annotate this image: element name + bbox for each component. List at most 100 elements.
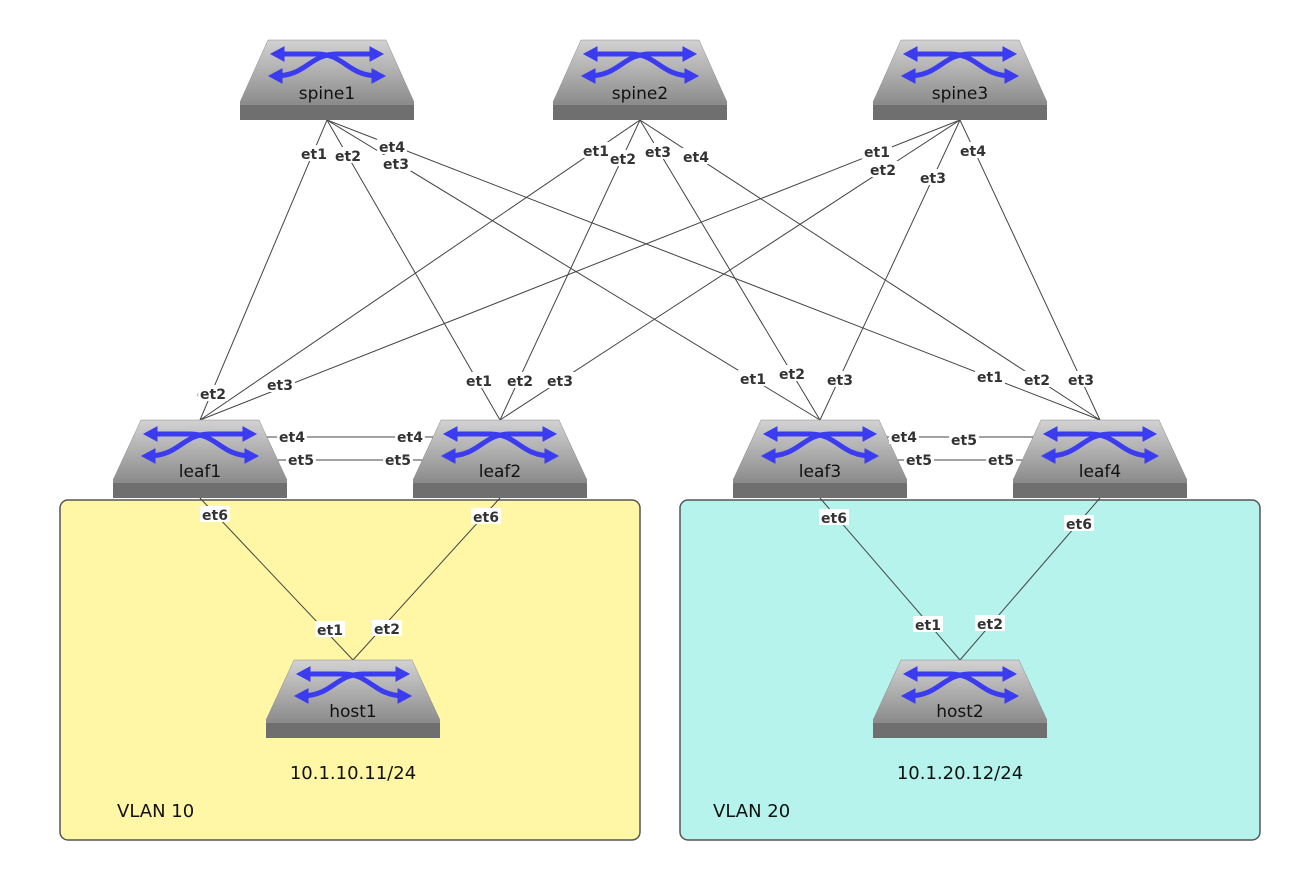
port-label-leaf4-et5: et5 xyxy=(986,451,1016,469)
leaf4-label: leaf4 xyxy=(1079,462,1121,482)
host1-switch[interactable]: host1 xyxy=(265,659,441,738)
port-label-leaf1-et4: et4 xyxy=(277,428,307,446)
spine3-switch[interactable]: spine3 xyxy=(872,39,1048,120)
svg-text:et5: et5 xyxy=(906,453,932,469)
link-spine1-et1-leaf1-et1 xyxy=(199,119,328,421)
link-spine2-et4-leaf4-et2 xyxy=(639,119,1101,421)
port-label-spine1-et2: et2 xyxy=(333,147,363,165)
svg-text:et1: et1 xyxy=(977,370,1003,386)
leaf1-switch-arrows-icon xyxy=(140,426,260,464)
port-label-leaf3-et3: et3 xyxy=(825,371,855,389)
svg-text:et2: et2 xyxy=(1024,373,1050,389)
host1-ip-address: 10.1.10.11/24 xyxy=(290,763,416,784)
links-layer xyxy=(199,119,1101,661)
host2-label: host2 xyxy=(936,702,984,722)
svg-text:et2: et2 xyxy=(374,622,400,638)
svg-text:et1: et1 xyxy=(317,623,343,639)
leaf1-switch[interactable]: leaf1 xyxy=(112,419,288,498)
svg-text:et3: et3 xyxy=(547,374,573,390)
leaf1-label: leaf1 xyxy=(179,462,221,482)
port-label-spine3-et2: et2 xyxy=(868,161,898,179)
port-label-host1-et2: et2 xyxy=(372,620,402,638)
spine2-label: spine2 xyxy=(612,84,668,104)
port-label-leaf3-et4: et4 xyxy=(889,428,919,446)
link-spine1-et4-leaf4-et1 xyxy=(326,119,1101,421)
svg-text:et2: et2 xyxy=(870,163,896,179)
svg-text:et5: et5 xyxy=(988,453,1014,469)
leaf3-label: leaf3 xyxy=(799,462,841,482)
devices-layer: spine1 spine2 spine3 leaf1 leaf2 leaf3 leaf4 ho… xyxy=(112,39,1188,738)
svg-text:et2: et2 xyxy=(335,149,361,165)
svg-text:et4: et4 xyxy=(397,430,423,446)
svg-text:et3: et3 xyxy=(267,378,293,394)
port-label-leaf2-et6: et6 xyxy=(471,508,501,526)
port-label-host2-et2: et2 xyxy=(975,615,1005,633)
vlan10-label: VLAN 10 xyxy=(117,801,194,822)
svg-text:et4: et4 xyxy=(279,430,305,446)
port-label-leaf4-et2: et2 xyxy=(1022,371,1052,389)
port-label-leaf4-et5: et5 xyxy=(949,431,979,449)
link-spine3-et1-leaf1-et3 xyxy=(199,119,961,421)
svg-text:et5: et5 xyxy=(385,453,411,469)
port-label-leaf3-et6: et6 xyxy=(819,509,849,527)
svg-text:et2: et2 xyxy=(977,617,1003,633)
spine3-label: spine3 xyxy=(932,84,988,104)
svg-text:et3: et3 xyxy=(920,171,946,187)
spine1-switch[interactable]: spine1 xyxy=(239,39,415,120)
vlan20-label: VLAN 20 xyxy=(713,801,790,822)
link-spine1-et2-leaf2-et1 xyxy=(326,119,501,421)
svg-text:et1: et1 xyxy=(301,147,327,163)
port-label-leaf2-et1: et1 xyxy=(464,372,494,390)
port-label-leaf1-et6: et6 xyxy=(200,506,230,524)
host1-switch-arrows-icon xyxy=(293,666,413,704)
host1-label: host1 xyxy=(329,702,377,722)
port-label-host1-et1: et1 xyxy=(315,621,345,639)
port-label-leaf3-et1: et1 xyxy=(738,370,768,388)
leaf2-switch-arrows-icon xyxy=(440,426,560,464)
port-label-spine3-et4: et4 xyxy=(958,142,988,160)
spine2-switch[interactable]: spine2 xyxy=(552,39,728,120)
svg-text:et3: et3 xyxy=(383,157,409,173)
svg-text:et3: et3 xyxy=(645,145,671,161)
svg-text:et4: et4 xyxy=(379,140,405,156)
svg-text:et2: et2 xyxy=(507,374,533,390)
port-label-spine3-et3: et3 xyxy=(918,169,948,187)
svg-text:et2: et2 xyxy=(200,387,226,403)
svg-text:et5: et5 xyxy=(951,433,977,449)
svg-text:et3: et3 xyxy=(827,373,853,389)
port-label-spine1-et4: et4 xyxy=(377,138,407,156)
svg-text:et1: et1 xyxy=(864,145,890,161)
svg-text:et2: et2 xyxy=(779,367,805,383)
svg-text:et4: et4 xyxy=(891,430,917,446)
link-spine2-et1-leaf1-et2 xyxy=(199,119,641,421)
port-labels-layer: et1et1et2et1et3et1et4et1et1et2et2et2et3e… xyxy=(195,138,1096,639)
leaf2-switch[interactable]: leaf2 xyxy=(412,419,588,498)
port-label-leaf1-et5: et5 xyxy=(286,451,316,469)
port-label-leaf3-et5: et5 xyxy=(904,451,934,469)
svg-text:et3: et3 xyxy=(1068,373,1094,389)
port-label-leaf4-et1: et1 xyxy=(975,368,1005,386)
svg-text:et5: et5 xyxy=(288,453,314,469)
port-label-host2-et1: et1 xyxy=(913,616,943,634)
port-label-leaf2-et4: et4 xyxy=(395,428,425,446)
port-label-leaf2-et5: et5 xyxy=(383,451,413,469)
leaf3-switch[interactable]: leaf3 xyxy=(732,419,908,498)
spine3-switch-arrows-icon xyxy=(900,46,1020,84)
port-label-leaf4-et6: et6 xyxy=(1064,515,1094,533)
svg-text:et4: et4 xyxy=(960,144,986,160)
port-label-leaf2-et2: et2 xyxy=(505,372,535,390)
port-label-spine3-et1: et1 xyxy=(862,143,892,161)
svg-text:et6: et6 xyxy=(1066,517,1092,533)
svg-text:et1: et1 xyxy=(915,618,941,634)
port-label-leaf2-et3: et3 xyxy=(545,372,575,390)
svg-text:et1: et1 xyxy=(466,374,492,390)
port-label-spine2-et1: et1 xyxy=(581,142,611,160)
port-label-leaf4-et3: et3 xyxy=(1066,371,1096,389)
svg-text:et6: et6 xyxy=(821,511,847,527)
port-label-spine2-et3: et3 xyxy=(643,143,673,161)
host2-ip-address: 10.1.20.12/24 xyxy=(897,763,1023,784)
host2-switch-arrows-icon xyxy=(900,666,1020,704)
leaf4-switch[interactable]: leaf4 xyxy=(1012,419,1188,498)
host2-switch[interactable]: host2 xyxy=(872,659,1048,738)
